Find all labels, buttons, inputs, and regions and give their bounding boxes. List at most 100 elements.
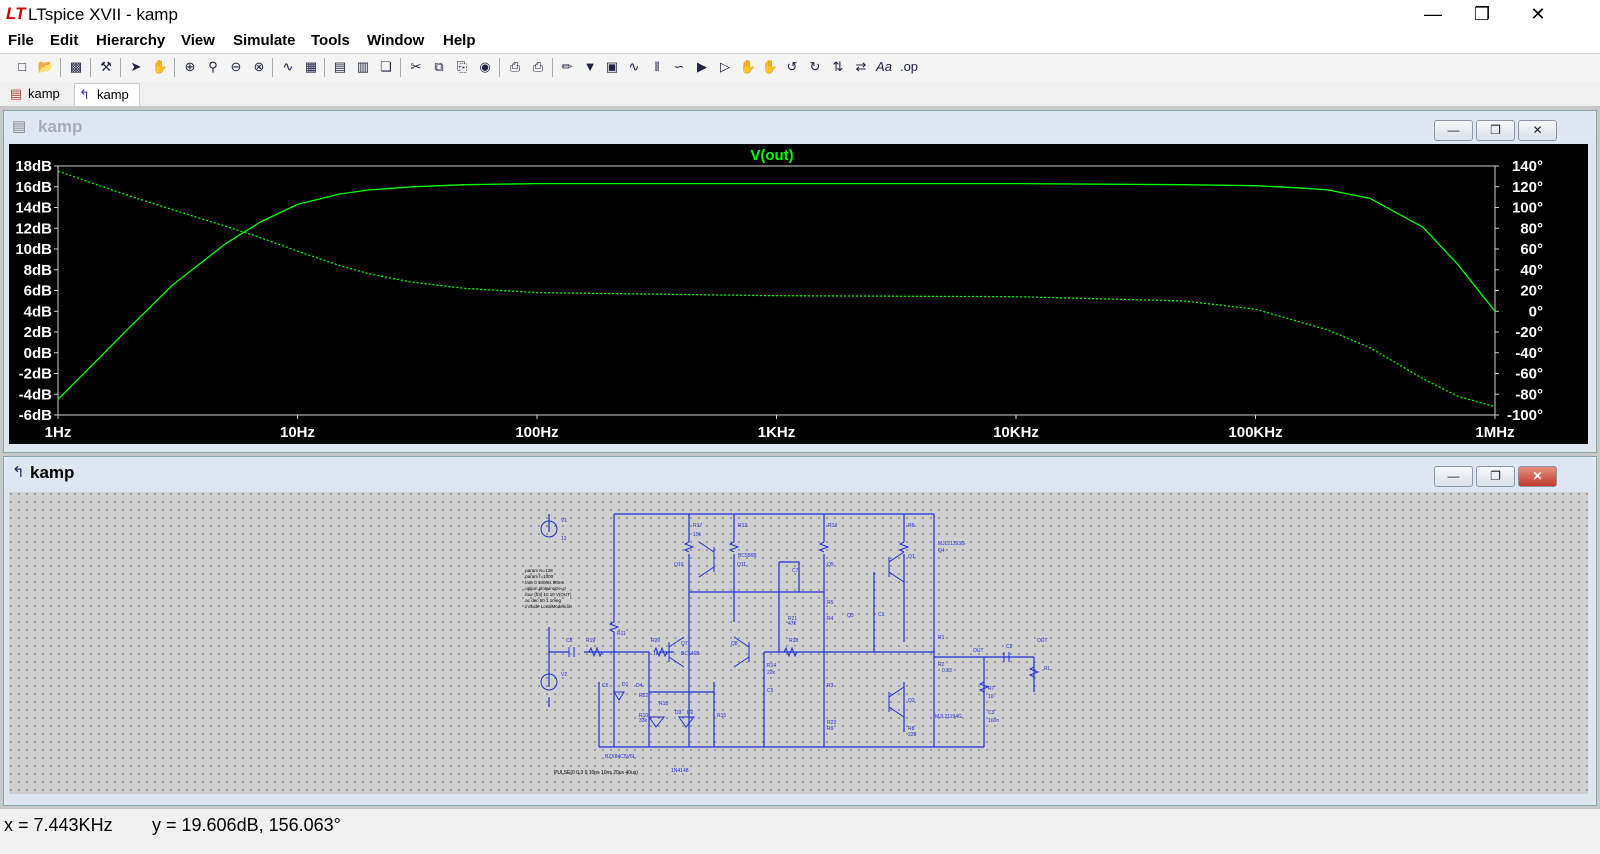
maximize-button[interactable]: ❐ (1473, 4, 1491, 24)
minimize-button[interactable]: — (1424, 4, 1442, 24)
waveform-icon: ▤ (10, 86, 23, 101)
trace-label[interactable]: V(out) (750, 147, 793, 164)
label-icon[interactable]: ▣ (605, 59, 619, 74)
save-icon[interactable]: ▩ (69, 59, 83, 74)
halt-icon[interactable]: ✋ (151, 59, 169, 74)
zoom-pan-icon[interactable]: ⚲ (208, 59, 218, 74)
y-left-tick-label: 10dB (15, 241, 52, 258)
svg-text:R11: R11 (617, 631, 626, 637)
svg-text:Q8: Q8 (731, 641, 738, 647)
plot-background (9, 144, 1588, 444)
svg-text:C3: C3 (988, 710, 995, 716)
bode-plot[interactable]: V(out) 18dB16dB14dB12dB10dB8dB6dB4dB2dB0… (9, 144, 1588, 444)
svg-text:R13: R13 (828, 523, 837, 529)
resistor-icon[interactable]: ∿ (628, 59, 640, 74)
menu-view[interactable]: View (181, 32, 215, 49)
control-panel-icon[interactable]: ⚒ (100, 59, 112, 74)
wire-icon[interactable]: ✏ (561, 59, 573, 74)
svg-text:.ac dec 50 1 1meg: .ac dec 50 1 1meg (524, 598, 562, 603)
menu-hierarchy[interactable]: Hierarchy (96, 32, 166, 49)
tab-label: kamp (28, 86, 60, 101)
svg-text:R14: R14 (767, 663, 776, 669)
plot-restore-button[interactable]: ❐ (1476, 120, 1515, 141)
diode-icon[interactable]: ▶ (697, 59, 707, 74)
cascade-icon[interactable]: ❏ (380, 59, 392, 74)
menu-bar: File Edit Hierarchy View Simulate Tools … (0, 30, 1600, 52)
plot-minimize-button[interactable]: — (1434, 120, 1473, 141)
mirror-icon[interactable]: ⇄ (855, 59, 867, 74)
svg-text:100n: 100n (988, 718, 999, 724)
schematic-minimize-button[interactable]: — (1434, 466, 1473, 487)
svg-text:Q2: Q2 (908, 698, 915, 704)
window-title: LTspice XVII - kamp (28, 5, 178, 24)
drag-icon[interactable]: ✋ (761, 59, 779, 74)
print-setup-icon[interactable]: ⎙ (509, 59, 521, 74)
new-schematic-icon[interactable]: □ (18, 59, 26, 74)
status-bar: x = 7.443KHz y = 19.606dB, 156.063° (0, 809, 1600, 854)
schematic-close-button[interactable]: ✕ (1518, 466, 1557, 487)
run-icon[interactable]: ➤ (130, 59, 142, 74)
menu-edit[interactable]: Edit (50, 32, 79, 49)
cut-icon[interactable]: ✂ (410, 59, 422, 74)
toolbar-separator (272, 58, 273, 77)
svg-text:C2: C2 (1006, 644, 1013, 650)
svg-text:C5: C5 (767, 688, 774, 694)
x-tick-label: 10Hz (280, 424, 315, 441)
text-icon[interactable]: Aa (876, 59, 892, 74)
redo-icon[interactable]: ↻ (809, 59, 821, 74)
y-left-tick-label: 0dB (24, 345, 53, 362)
rotate-icon[interactable]: ⇅ (832, 59, 844, 74)
schematic-canvas[interactable]: V1 12 V2 C8 R19 R20 Q7 Q8 BC546B R17 R12… (9, 492, 1588, 794)
zoom-cancel-icon[interactable]: ⊗ (253, 59, 265, 74)
inductor-icon[interactable]: ∽ (673, 59, 685, 74)
component-icon[interactable]: ▷ (720, 59, 730, 74)
zoom-out-icon[interactable]: ⊖ (230, 59, 242, 74)
autorange-icon[interactable]: ∿ (282, 59, 294, 74)
toolbar-separator (324, 58, 325, 77)
menu-help[interactable]: Help (443, 32, 476, 49)
copy-icon[interactable]: ⧉ (434, 59, 444, 74)
y-right-tick-label: 60° (1520, 241, 1543, 258)
svg-text:R10: R10 (639, 713, 648, 719)
schematic-restore-button[interactable]: ❐ (1476, 466, 1515, 487)
svg-text:.param N=128: .param N=128 (524, 568, 553, 573)
plot-settings-icon[interactable]: ▦ (304, 59, 318, 74)
schematic-icon: ↰ (12, 464, 25, 481)
schematic-window-titlebar[interactable]: ↰ kamp — ❐ ✕ (4, 457, 1596, 487)
capacitor-icon[interactable]: ‖ (654, 59, 660, 74)
svg-text:Q4: Q4 (938, 548, 945, 554)
move-icon[interactable]: ✋ (739, 59, 757, 74)
svg-text:V2: V2 (561, 672, 567, 678)
tab-schematic[interactable]: ↰ kamp (74, 83, 140, 106)
plot-close-button[interactable]: ✕ (1518, 120, 1557, 141)
waveform-window-titlebar[interactable]: ▤ kamp — ❐ ✕ (4, 111, 1596, 141)
svg-text:R3: R3 (827, 683, 834, 689)
find-icon[interactable]: ◉ (479, 59, 491, 74)
spice-directives: .param N=128 .param f=1000 .tran 0 100ms… (524, 568, 572, 609)
svg-text:.four {f/3} 10 10 V(OUT): .four {f/3} 10 10 V(OUT) (524, 592, 572, 597)
tile-vertical-icon[interactable]: ▥ (356, 59, 370, 74)
spice-directive-icon[interactable]: .op (899, 59, 919, 74)
tile-horizontal-icon[interactable]: ▤ (333, 59, 347, 74)
tab-waveform[interactable]: ▤ kamp (6, 83, 70, 105)
print-icon[interactable]: ⎙ (532, 59, 544, 74)
open-icon[interactable]: 📂 (37, 59, 55, 74)
menu-file[interactable]: File (8, 32, 34, 49)
svg-text:1N4148: 1N4148 (671, 768, 689, 774)
ground-icon[interactable]: ▼ (583, 59, 597, 74)
undo-icon[interactable]: ↺ (786, 59, 798, 74)
toolbar-separator (552, 58, 553, 77)
svg-text:D3: D3 (675, 710, 682, 716)
close-button[interactable]: ✕ (1530, 4, 1546, 24)
svg-text:BC556B: BC556B (738, 553, 757, 559)
svg-text:R7: R7 (988, 686, 995, 692)
y-left-tick-label: 16dB (15, 179, 52, 196)
menu-tools[interactable]: Tools (311, 32, 350, 49)
paste-icon[interactable]: ⎘ (456, 59, 468, 74)
menu-simulate[interactable]: Simulate (233, 32, 296, 49)
schematic-window[interactable]: ↰ kamp — ❐ ✕ (3, 456, 1597, 806)
menu-window[interactable]: Window (367, 32, 425, 49)
y-left-tick-label: -2dB (19, 366, 53, 383)
zoom-in-icon[interactable]: ⊕ (184, 59, 196, 74)
